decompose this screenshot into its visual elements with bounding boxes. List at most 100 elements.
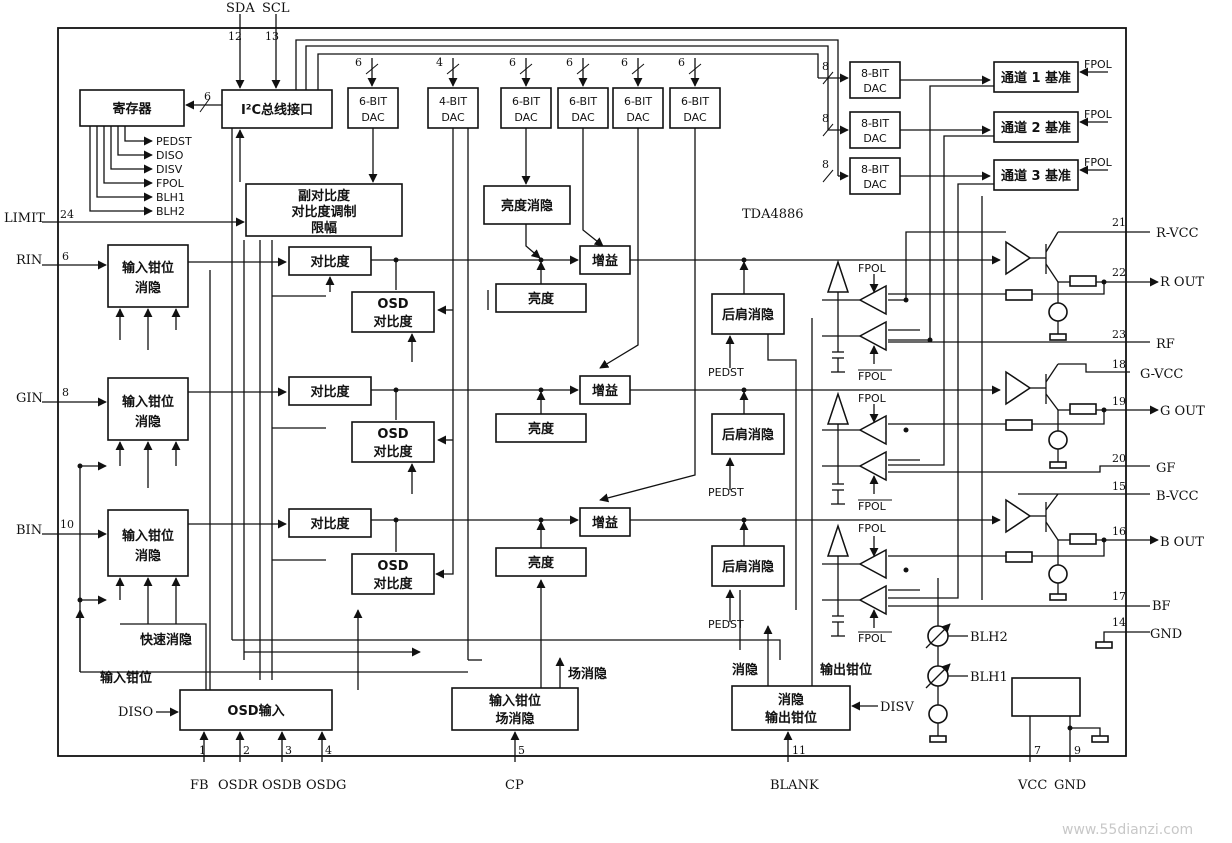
svg-text:10: 10 — [60, 518, 74, 531]
reg-out-pedst: PEDST — [156, 135, 192, 148]
g-back-porch-block — [711, 413, 785, 455]
svg-text:通道 2 基准: 通道 2 基准 — [1001, 120, 1071, 136]
pin-diso-label: DISO — [118, 705, 153, 720]
svg-text:消隐: 消隐 — [778, 692, 804, 708]
g-channel: GIN 8 输入钳位 消隐 对比度 OSD 对比度 亮度 增益 后肩消隐 PED… — [16, 375, 1001, 499]
chip-name: TDA4886 — [742, 207, 804, 222]
brightness-blank-block — [483, 185, 571, 225]
svg-text:5: 5 — [518, 744, 525, 757]
b-contrast-block — [288, 508, 372, 538]
g-pedst-label: PEDST — [708, 486, 744, 499]
pin-gout-label: G OUT — [1160, 404, 1205, 419]
svg-text:通道 1 基准: 通道 1 基准 — [1001, 70, 1071, 86]
svg-text:亮度: 亮度 — [528, 555, 555, 571]
g-gain-block — [579, 375, 631, 405]
blh2-label: BLH2 — [970, 630, 1008, 645]
regulator-block — [1011, 677, 1081, 717]
pin-osdb-label: OSDB — [262, 778, 302, 793]
svg-text:6: 6 — [566, 56, 573, 69]
svg-text:输入钳位: 输入钳位 — [122, 528, 174, 544]
svg-text:输入钳位: 输入钳位 — [122, 260, 174, 276]
svg-text:DAC: DAC — [863, 178, 887, 191]
svg-text:8-BIT: 8-BIT — [861, 117, 889, 130]
svg-text:6-BIT: 6-BIT — [624, 95, 652, 108]
svg-text:11: 11 — [792, 744, 806, 757]
svg-text:4-BIT: 4-BIT — [439, 95, 467, 108]
pin-bin-label: BIN — [16, 523, 42, 538]
control-buses: 快速消隐 输入钳位 — [75, 128, 781, 690]
dac8-bus-width-2: 8 — [822, 112, 829, 125]
register-block — [79, 89, 185, 127]
r-channel: RIN 6 输入钳位 消隐 对比度 OSD 对比度 亮度 增益 后肩消隐 PED… — [16, 244, 1001, 379]
pin-bout-label: B OUT — [1160, 535, 1204, 550]
svg-text:20: 20 — [1112, 452, 1126, 465]
svg-text:22: 22 — [1112, 266, 1126, 279]
svg-text:增益: 增益 — [592, 383, 618, 399]
register-bus-width: 6 — [204, 90, 211, 103]
fpol-b-bottom: FPOL — [858, 632, 887, 645]
dac8-bus-width-1: 8 — [822, 60, 829, 73]
svg-text:4: 4 — [436, 56, 443, 69]
svg-text:通道 3 基准: 通道 3 基准 — [1001, 168, 1071, 184]
pin-osdg-label: OSDG — [306, 778, 346, 793]
svg-text:对比度: 对比度 — [373, 576, 413, 592]
pin-cp-label: CP — [505, 778, 524, 793]
svg-text:6-BIT: 6-BIT — [512, 95, 540, 108]
dac-8bit-2: 8-BIT DAC — [849, 111, 901, 149]
pin-13-number: 13 — [265, 30, 279, 43]
pin-scl-label: SCL — [262, 1, 290, 16]
svg-text:6-BIT: 6-BIT — [359, 95, 387, 108]
svg-text:对比度: 对比度 — [310, 254, 350, 270]
fpol-r-top: FPOL — [858, 262, 887, 275]
svg-text:对比度: 对比度 — [310, 516, 350, 532]
svg-text:2: 2 — [243, 744, 250, 757]
fpol-b-top: FPOL — [858, 522, 887, 535]
b-channel: BIN 10 输入钳位 消隐 对比度 OSD 对比度 亮度 增益 后肩消隐 PE… — [16, 507, 1001, 631]
svg-text:亮度: 亮度 — [528, 421, 555, 437]
svg-text:15: 15 — [1112, 480, 1126, 493]
svg-text:7: 7 — [1034, 744, 1041, 757]
r-gain-block — [579, 245, 631, 275]
svg-text:18: 18 — [1112, 358, 1126, 371]
fpol-r-bottom: FPOL — [858, 370, 887, 383]
pin-24-number: 24 — [60, 208, 74, 221]
b-gain-block — [579, 507, 631, 537]
fpol-ref3: FPOL — [1084, 156, 1113, 169]
channel-3-reference: 通道 3 基准 — [993, 159, 1079, 191]
dac-8bit-3: 8-BIT DAC — [849, 157, 901, 195]
svg-text:6: 6 — [678, 56, 685, 69]
reg-out-blh1: BLH1 — [156, 191, 185, 204]
pin-rf-label: RF — [1156, 337, 1175, 352]
pin-gnd-label: GND — [1150, 627, 1182, 642]
reg-out-blh2: BLH2 — [156, 205, 185, 218]
fpol-g-bottom: FPOL — [858, 500, 887, 513]
svg-text:6: 6 — [621, 56, 628, 69]
r-pedst-label: PEDST — [708, 366, 744, 379]
fast-blank-label: 快速消隐 — [140, 632, 192, 648]
svg-text:DAC: DAC — [361, 111, 385, 124]
svg-text:DAC: DAC — [514, 111, 538, 124]
svg-text:21: 21 — [1112, 216, 1126, 229]
svg-text:DAC: DAC — [863, 132, 887, 145]
svg-text:6: 6 — [62, 250, 69, 263]
pin-bvcc-label: B-VCC — [1156, 489, 1199, 504]
svg-text:增益: 增益 — [592, 515, 618, 531]
svg-text:对比度: 对比度 — [310, 384, 350, 400]
pin-limit-label: LIMIT — [4, 211, 45, 226]
r-back-porch-block — [711, 293, 785, 335]
channel-1-reference: 通道 1 基准 — [993, 61, 1079, 93]
g-contrast-block — [288, 376, 372, 406]
svg-text:OSD: OSD — [377, 427, 408, 442]
svg-text:输入钳位: 输入钳位 — [122, 394, 174, 410]
output-stage: FPOL FPOL FPOL FPOL FPOL FPOL 21 R-VCC 2… — [822, 196, 1205, 793]
pin-osdr-label: OSDR — [218, 778, 259, 793]
b-osd-contrast-block — [351, 553, 435, 595]
pin-gf-label: GF — [1156, 461, 1175, 476]
reg-out-diso: DISO — [156, 149, 184, 162]
svg-text:后肩消隐: 后肩消隐 — [722, 307, 774, 323]
b-pedst-label: PEDST — [708, 618, 744, 631]
blh1-label: BLH1 — [970, 670, 1008, 685]
svg-text:8-BIT: 8-BIT — [861, 67, 889, 80]
channel-2-reference: 通道 2 基准 — [993, 111, 1079, 143]
register-label: 寄存器 — [112, 101, 152, 117]
